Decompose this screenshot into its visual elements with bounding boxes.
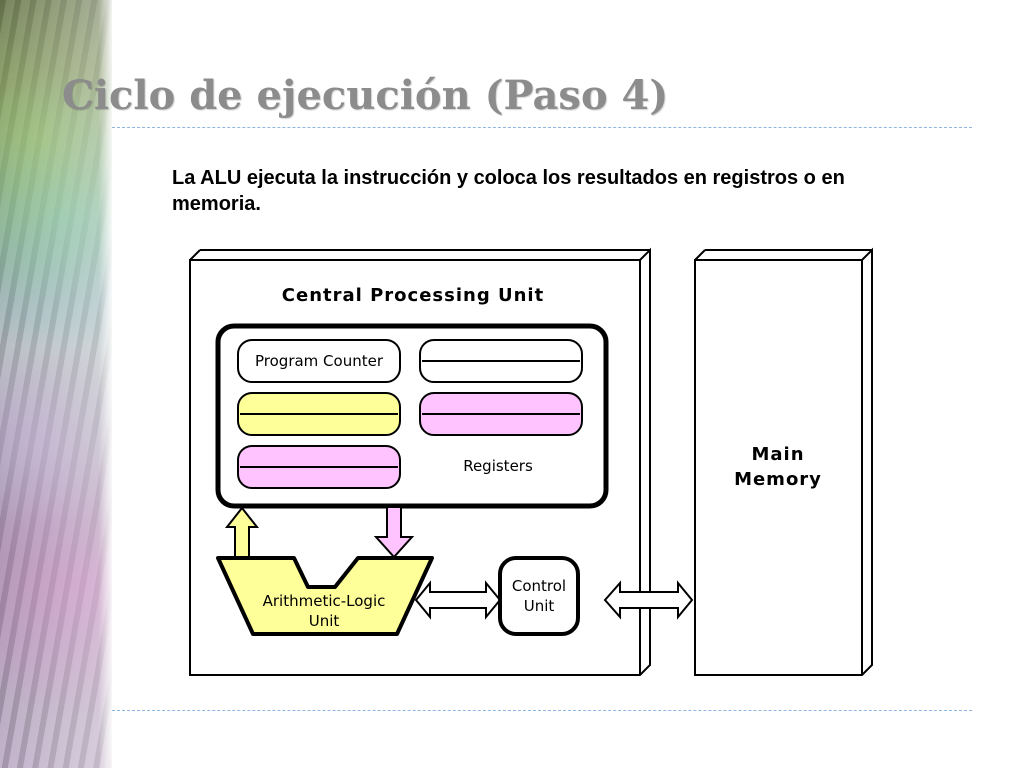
top-divider — [112, 127, 972, 128]
slide-title: Ciclo de ejecución (Paso 4) — [62, 72, 669, 119]
control-unit-box — [498, 556, 580, 636]
program-counter-register — [237, 339, 401, 383]
cpu-memory-diagram: Central Processing Unit Program Counter … — [189, 247, 873, 676]
decorative-side-art — [0, 0, 112, 768]
control-label-line-1: Control — [512, 577, 566, 595]
cpu-title: Central Processing Unit — [282, 285, 544, 306]
control-label-line-2: Unit — [524, 597, 555, 615]
alu-label-line-1: Arithmetic-Logic — [263, 592, 386, 610]
main-memory-label-line-1: Main — [751, 444, 804, 465]
register-input-down-arrow — [373, 506, 415, 559]
alu-label-line-2: Unit — [309, 612, 340, 630]
program-counter-label: Program Counter — [255, 352, 384, 370]
slide-body-text: La ALU ejecuta la instrucción y coloca l… — [172, 167, 845, 215]
main-memory-box — [694, 247, 873, 676]
alu-block — [216, 556, 434, 636]
control-memory-double-arrow — [603, 580, 694, 620]
main-memory-label-line-2: Memory — [734, 469, 822, 490]
bottom-divider — [112, 710, 972, 711]
registers-label: Registers — [463, 457, 533, 475]
register-bank: Program Counter Registers — [215, 323, 609, 509]
